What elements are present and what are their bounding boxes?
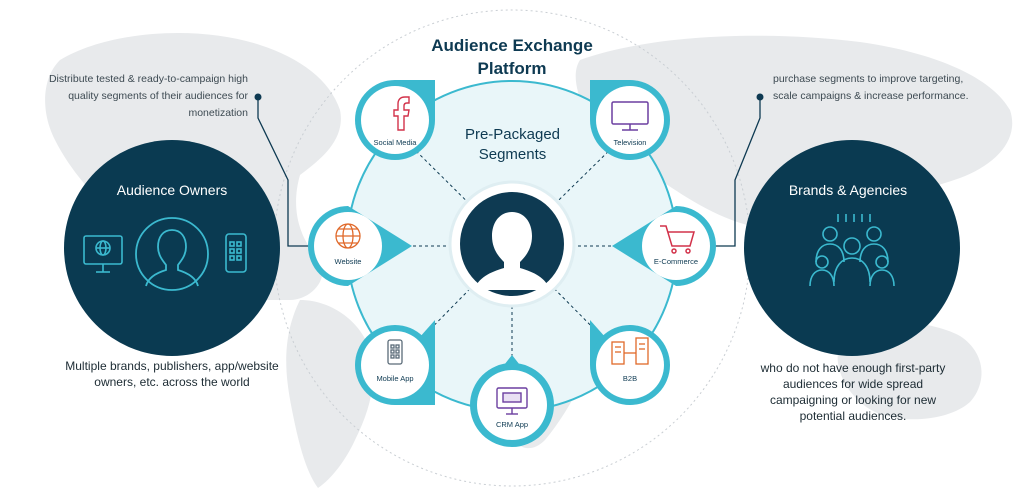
node-label-social-media: Social Media (373, 138, 417, 147)
left-note: Distribute tested & ready-to-campaign hi… (48, 73, 248, 119)
node-b2b-shape (590, 320, 670, 405)
node-label-website: Website (334, 257, 362, 266)
node-mobile-app-shape (355, 320, 435, 405)
brands-agencies-description: who do not have enough first-party audie… (760, 361, 946, 423)
monitor-globe-icon (83, 235, 123, 273)
left-note-dot (254, 93, 262, 101)
facebook-icon (393, 96, 410, 131)
user-avatar-icon (135, 217, 209, 291)
node-label-b2b: B2B (622, 374, 638, 383)
smartphone-icon (225, 233, 247, 273)
right-note-dot (756, 93, 764, 101)
title-line-2: Platform (477, 59, 547, 78)
brands-agencies-circle (744, 140, 960, 356)
node-label-ecommerce: E-Commerce (653, 257, 699, 266)
center-user-icon (474, 212, 550, 290)
people-group-icon (809, 214, 895, 287)
node-label-television: Television (613, 138, 647, 147)
globe-icon (335, 223, 361, 249)
audience-owners-circle (64, 140, 280, 356)
shopping-cart-icon (660, 225, 695, 254)
node-label-crm-app: CRM App (495, 420, 529, 429)
audience-owners-title: Audience Owners (116, 182, 228, 198)
title-line-1: Audience Exchange (431, 36, 593, 55)
page-title: Audience Exchange Platform (400, 34, 624, 80)
buildings-icon (611, 337, 649, 365)
crm-monitor-icon (496, 387, 528, 415)
pre-packaged-segments-label: Pre-Packaged Segments (464, 126, 561, 163)
mobile-app-icon (387, 339, 403, 365)
node-crm-app-shape (470, 355, 554, 447)
node-website-shape (308, 206, 412, 286)
right-note: purchase segments to improve targeting, … (773, 73, 969, 102)
audience-owners-description: Multiple brands, publishers, app/website… (65, 359, 279, 389)
node-label-mobile-app: Mobile App (376, 374, 414, 383)
node-television-shape (590, 80, 670, 160)
node-social-media-shape (355, 80, 435, 160)
brands-agencies-title: Brands & Agencies (788, 182, 908, 198)
television-icon (611, 101, 649, 131)
